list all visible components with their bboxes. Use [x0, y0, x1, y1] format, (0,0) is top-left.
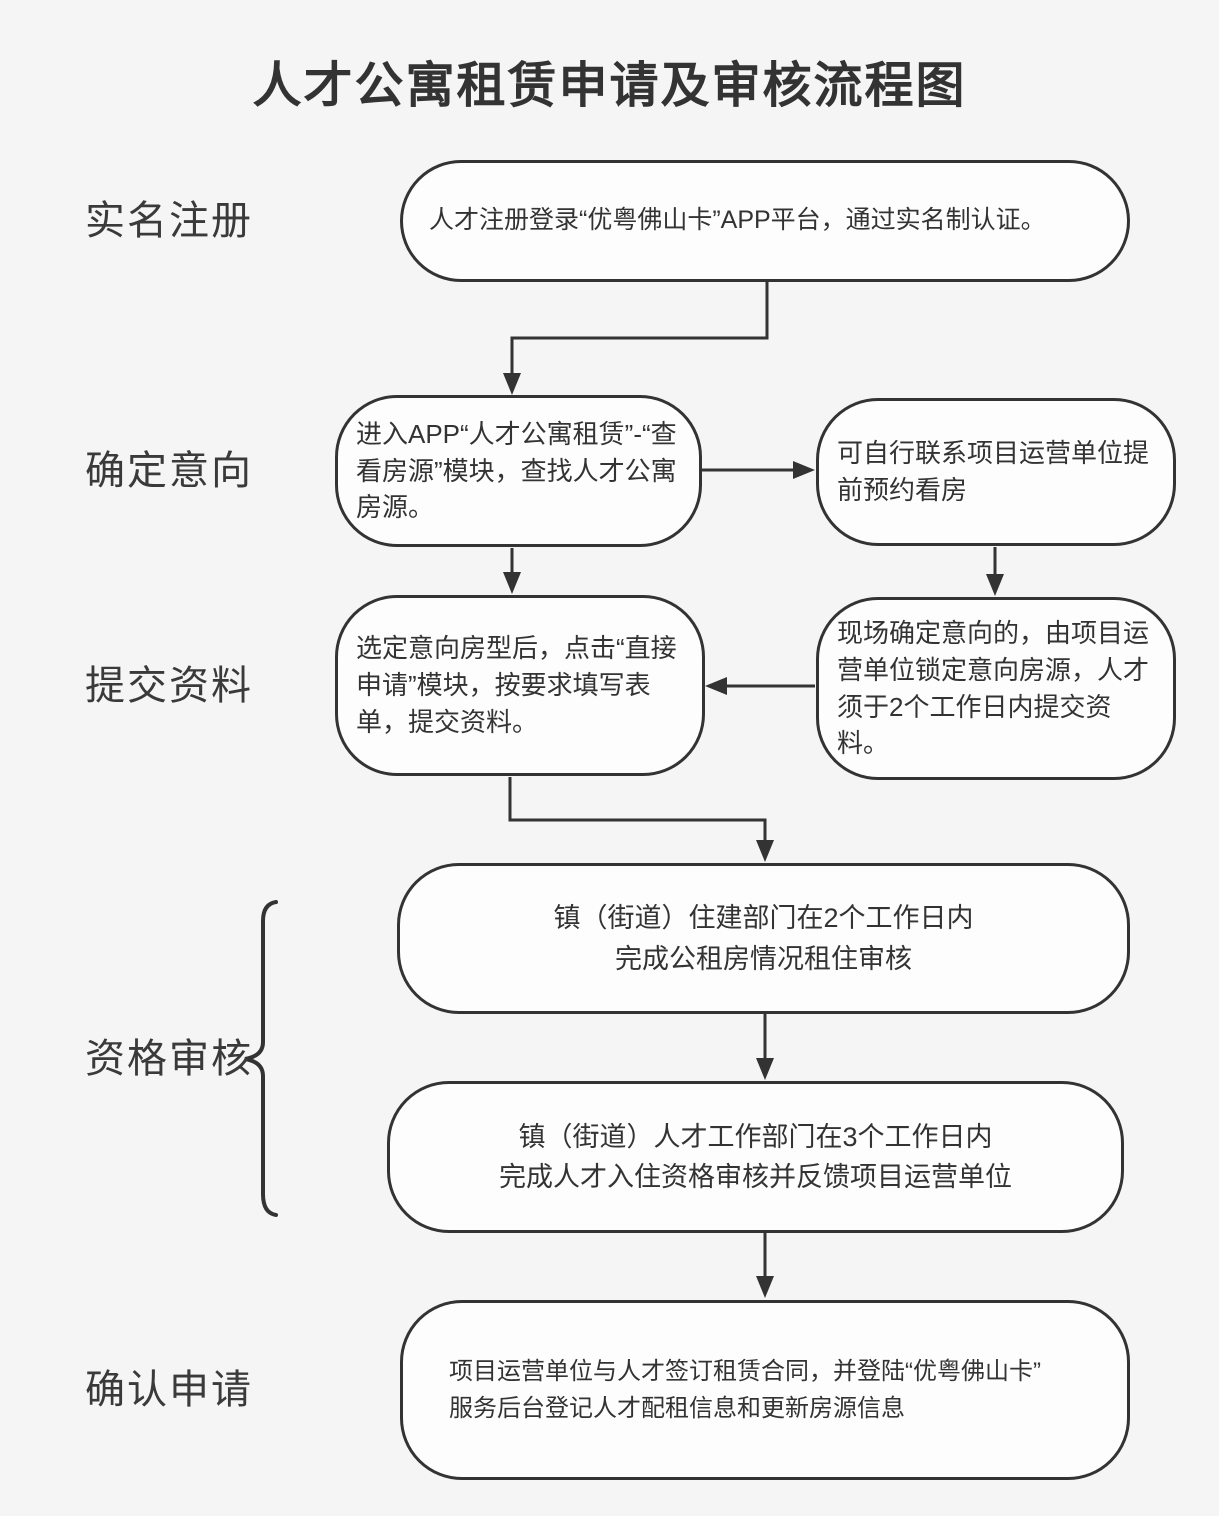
arrowhead-housing-to-talent: [756, 1058, 774, 1080]
node-talent-review: 镇（街道）人才工作部门在3个工作日内 完成人才入住资格审核并反馈项目运营单位: [387, 1081, 1124, 1233]
arrowhead-contact-to-onsite: [986, 574, 1004, 596]
stage-label-confirm-application: 确认申请: [85, 1368, 253, 1412]
page-title: 人才公寓租赁申请及审核流程图: [252, 59, 967, 113]
node-onsite-intent: 现场确定意向的，由项目运营单位锁定意向房源，人才须于2个工作日内提交资料。: [816, 597, 1176, 780]
stage-label-submit-materials: 提交资料: [85, 664, 253, 708]
node-sign-contract: 项目运营单位与人才签订租赁合同，并登陆“优粤佛山卡” 服务后台登记人才配租信息和…: [400, 1300, 1130, 1480]
stage-label-real-name-registration: 实名注册: [85, 199, 253, 243]
stage-label-confirm-intent: 确定意向: [85, 449, 253, 493]
node-housing-review: 镇（街道）住建部门在2个工作日内 完成公租房情况租住审核: [397, 863, 1130, 1014]
arrowhead-view-to-contact: [793, 461, 815, 479]
node-view-listings: 进入APP“人才公寓租赁”-“查看房源”模块，查找人才公寓房源。: [335, 395, 702, 547]
connector-register-to-view: [510, 282, 769, 378]
node-contact-operator: 可自行联系项目运营单位提前预约看房: [816, 398, 1176, 546]
arrowhead-onsite-to-submit: [705, 677, 727, 695]
node-submit-application: 选定意向房型后，点击“直接申请”模块，按要求填写表单，提交资料。: [335, 595, 705, 776]
connector-submit-to-housing: [508, 777, 767, 845]
arrowhead-register-to-view: [503, 373, 521, 395]
arrowhead-talent-to-sign: [756, 1276, 774, 1298]
arrowhead-view-to-submit: [503, 572, 521, 594]
arrowhead-submit-to-housing: [756, 840, 774, 862]
stage-label-qualification-review: 资格审核: [85, 1037, 253, 1081]
node-register: 人才注册登录“优粤佛山卡”APP平台，通过实名制认证。: [400, 160, 1130, 282]
